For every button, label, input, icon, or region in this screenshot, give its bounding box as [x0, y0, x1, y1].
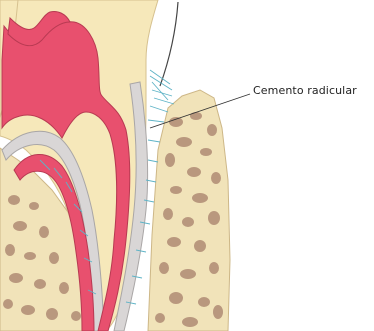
cementum-label: Cemento radicular: [253, 84, 357, 97]
